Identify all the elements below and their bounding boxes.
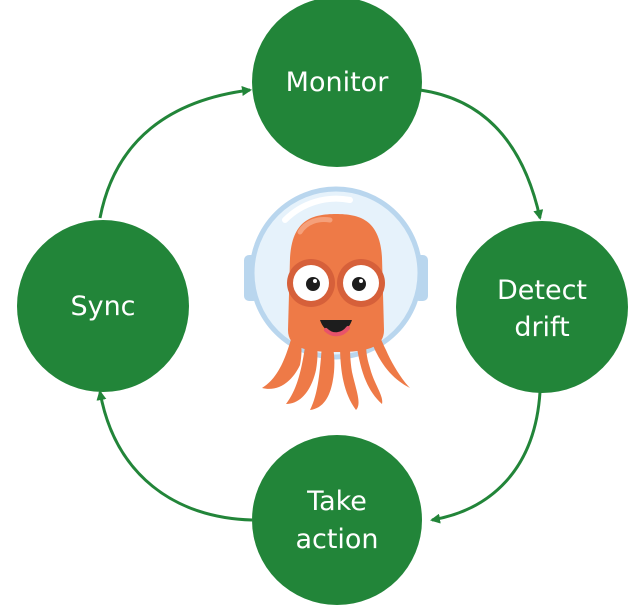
node-monitor: Monitor	[252, 0, 422, 167]
octopus-astronaut-mascot-icon	[244, 186, 428, 410]
arrow-monitor-to-detect-drift	[419, 88, 544, 220]
arrow-take-action-to-sync	[96, 390, 253, 522]
node-take-action-label-line-1: Take	[306, 486, 367, 517]
node-detect-drift-label-line-2: drift	[514, 312, 569, 343]
arrow-detect-drift-to-take-action	[430, 391, 542, 524]
node-detect-drift: Detect drift	[456, 221, 628, 393]
node-monitor-label: Monitor	[286, 67, 390, 98]
node-sync-label: Sync	[70, 291, 135, 322]
arrow-sync-to-monitor	[98, 86, 252, 219]
node-take-action: Take action	[252, 435, 422, 605]
node-detect-drift-label-line-1: Detect	[497, 275, 587, 306]
node-sync: Sync	[17, 220, 189, 392]
node-take-action-label-line-2: action	[295, 524, 378, 555]
